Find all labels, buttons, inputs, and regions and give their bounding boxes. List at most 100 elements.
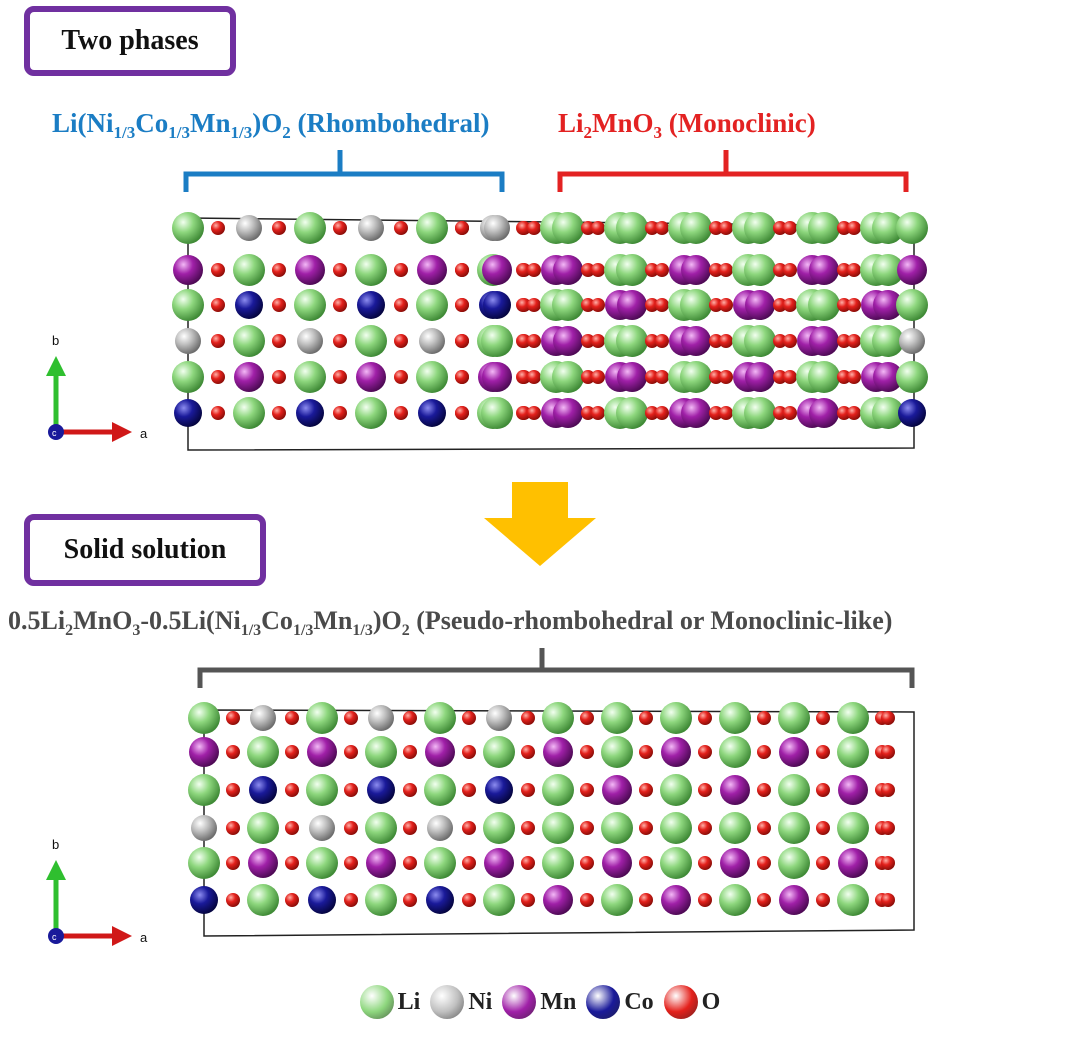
atom-o <box>783 370 797 384</box>
atom-li <box>172 361 204 393</box>
atom-li <box>483 884 515 916</box>
legend-item-li: Li <box>359 985 421 1019</box>
formula-part: 2 <box>583 123 593 142</box>
atom-o <box>403 856 417 870</box>
formula-part: 1/3 <box>113 123 136 142</box>
atom-co <box>308 886 336 914</box>
atom-o <box>285 856 299 870</box>
atom-o <box>837 263 851 277</box>
monoclinic-formula: Li2MnO3 (Monoclinic) <box>558 108 816 142</box>
atom-o <box>698 783 712 797</box>
atom-o <box>403 893 417 907</box>
atom-li <box>233 325 265 357</box>
atom-li <box>719 736 751 768</box>
formula-part: Co <box>135 108 169 138</box>
atom-li <box>172 212 204 244</box>
atom-li <box>416 289 448 321</box>
axis-label-c2: c <box>52 932 57 942</box>
legend-label: Mn <box>540 988 577 1015</box>
atom-li <box>601 812 633 844</box>
atom-li <box>172 289 204 321</box>
atom-li <box>481 397 513 429</box>
atom-o <box>344 856 358 870</box>
atom-mn <box>809 326 839 356</box>
atom-o <box>816 821 830 835</box>
formula-part: Mn <box>313 606 353 635</box>
formula-part: MnO <box>592 108 654 138</box>
atom-o <box>517 334 531 348</box>
atom-o <box>816 745 830 759</box>
atom-o <box>698 745 712 759</box>
atom-o <box>272 263 286 277</box>
atom-o <box>881 856 895 870</box>
atom-o <box>581 334 595 348</box>
atom-o <box>783 221 797 235</box>
atom-o <box>837 370 851 384</box>
atom-o <box>517 298 531 312</box>
atom-mn <box>779 737 809 767</box>
atom-o <box>847 334 861 348</box>
atom-o <box>344 893 358 907</box>
atom-li <box>680 361 712 393</box>
atom-co <box>426 886 454 914</box>
atom-mn <box>720 848 750 878</box>
atom-o <box>394 334 408 348</box>
formula-part: )O <box>372 606 402 635</box>
atom-li <box>616 212 648 244</box>
atom-o <box>773 221 787 235</box>
atom-o <box>757 783 771 797</box>
legend-swatch-li <box>359 985 394 1019</box>
legend-swatch-ni <box>430 985 465 1019</box>
atom-o <box>783 263 797 277</box>
atom-li <box>188 847 220 879</box>
atom-o <box>645 406 659 420</box>
atom-li <box>778 812 810 844</box>
atom-mn <box>809 255 839 285</box>
atom-li <box>188 702 220 734</box>
atom-co <box>898 399 926 427</box>
atom-li <box>616 325 648 357</box>
atom-mn <box>617 362 647 392</box>
atom-li <box>896 361 928 393</box>
atom-li <box>416 361 448 393</box>
atom-li <box>416 212 448 244</box>
atom-mn <box>873 290 903 320</box>
axis-label-a: a <box>140 426 148 441</box>
atom-mn <box>248 848 278 878</box>
atom-o <box>816 893 830 907</box>
legend-label: Li <box>397 988 421 1015</box>
atom-mn <box>681 398 711 428</box>
atom-o <box>639 745 653 759</box>
atom-o <box>881 821 895 835</box>
atom-o <box>639 783 653 797</box>
atom-o <box>580 893 594 907</box>
atom-o <box>581 221 595 235</box>
atom-mn <box>661 885 691 915</box>
atom-o <box>719 221 733 235</box>
atom-o <box>394 263 408 277</box>
atom-li <box>424 847 456 879</box>
legend-swatch-o <box>663 985 698 1019</box>
atom-o <box>698 893 712 907</box>
atom-o <box>521 893 535 907</box>
atom-li <box>365 884 397 916</box>
atom-ni <box>419 328 445 354</box>
atom-o <box>591 370 605 384</box>
atom-o <box>580 745 594 759</box>
atom-o <box>881 745 895 759</box>
atom-li <box>660 702 692 734</box>
atom-o <box>816 711 830 725</box>
atom-o <box>285 711 299 725</box>
atom-o <box>226 783 240 797</box>
axis-indicator-bottom: b a c <box>46 837 148 946</box>
atom-mn <box>681 326 711 356</box>
atom-o <box>773 370 787 384</box>
atom-ni <box>427 815 453 841</box>
atom-li <box>837 736 869 768</box>
atom-o <box>527 221 541 235</box>
atom-li <box>744 397 776 429</box>
atom-o <box>462 893 476 907</box>
atom-o <box>394 406 408 420</box>
atom-o <box>847 221 861 235</box>
